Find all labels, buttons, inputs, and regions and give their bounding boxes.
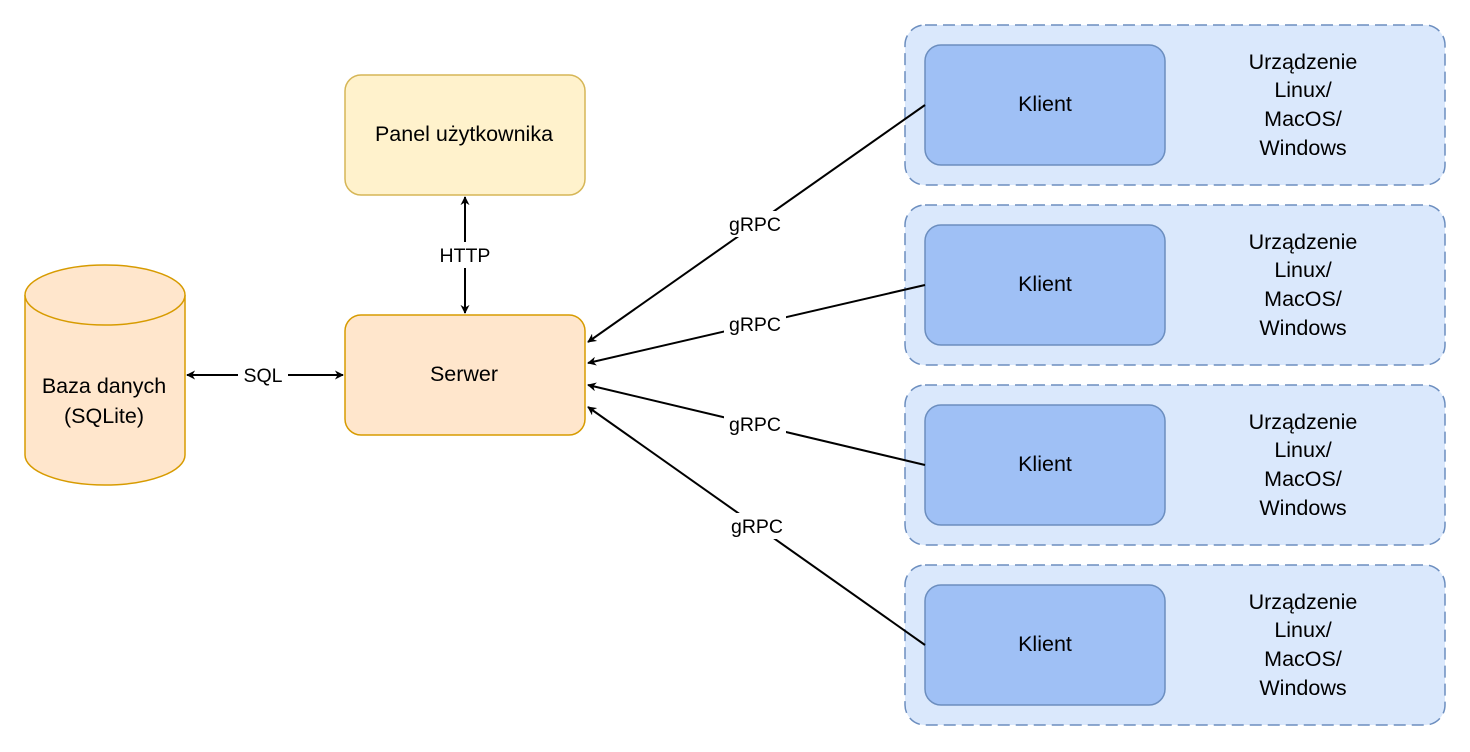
device-label-line: Linux/ <box>1274 438 1331 462</box>
device-group-2: Klient Urządzenie Linux/ MacOS/ Windows <box>904 204 1446 366</box>
grpc-edge-label-1: gRPC <box>729 214 781 236</box>
database-label-line: (SQLite) <box>64 404 144 428</box>
device-group-3: Klient Urządzenie Linux/ MacOS/ Windows <box>904 384 1446 546</box>
database-cylinder-top <box>24 264 186 326</box>
device-label-line: Linux/ <box>1274 258 1331 282</box>
client-label: Klient <box>1018 92 1072 116</box>
client-label: Klient <box>1018 272 1072 296</box>
server-label: Serwer <box>430 362 498 386</box>
device-group-4: Klient Urządzenie Linux/ MacOS/ Windows <box>904 564 1446 726</box>
grpc-label-bg <box>724 211 786 237</box>
user-panel-box <box>344 74 586 196</box>
device-label-line: Linux/ <box>1274 618 1331 642</box>
sql-edge-label: SQL <box>243 365 282 387</box>
database-cylinder-body <box>24 295 186 486</box>
server-box <box>344 314 586 436</box>
device-label-line: Urządzenie <box>1249 50 1358 74</box>
http-edge-label: HTTP <box>440 245 491 267</box>
grpc-label-bg <box>724 311 786 337</box>
user-panel-node[interactable]: Panel użytkownika <box>344 74 586 196</box>
database-label-line: Baza danych <box>42 374 166 398</box>
grpc-edge-label-3: gRPC <box>729 414 781 436</box>
grpc-edge-label-4: gRPC <box>731 516 783 538</box>
device-label-line: MacOS/ <box>1264 287 1342 311</box>
client-label: Klient <box>1018 632 1072 656</box>
device-label-line: MacOS/ <box>1264 107 1342 131</box>
grpc-edge-label-2: gRPC <box>729 314 781 336</box>
grpc-label-bg <box>726 513 788 539</box>
device-label-line: MacOS/ <box>1264 647 1342 671</box>
database-node[interactable]: Baza danych (SQLite) <box>24 264 186 486</box>
device-label-line: Urządzenie <box>1249 230 1358 254</box>
server-node[interactable]: Serwer <box>344 314 586 436</box>
device-group-1: Klient Urządzenie Linux/ MacOS/ Windows <box>904 24 1446 186</box>
user-panel-label: Panel użytkownika <box>375 122 553 146</box>
device-label-line: MacOS/ <box>1264 467 1342 491</box>
sql-label-bg <box>238 362 288 388</box>
device-label-line: Urządzenie <box>1249 590 1358 614</box>
http-label-bg <box>434 242 496 268</box>
device-label-line: Urządzenie <box>1249 410 1358 434</box>
grpc-label-bg <box>724 411 786 437</box>
device-label-line: Windows <box>1259 496 1346 520</box>
device-label-line: Linux/ <box>1274 78 1331 102</box>
device-label-line: Windows <box>1259 676 1346 700</box>
device-label-line: Windows <box>1259 136 1346 160</box>
device-label-line: Windows <box>1259 316 1346 340</box>
client-label: Klient <box>1018 452 1072 476</box>
